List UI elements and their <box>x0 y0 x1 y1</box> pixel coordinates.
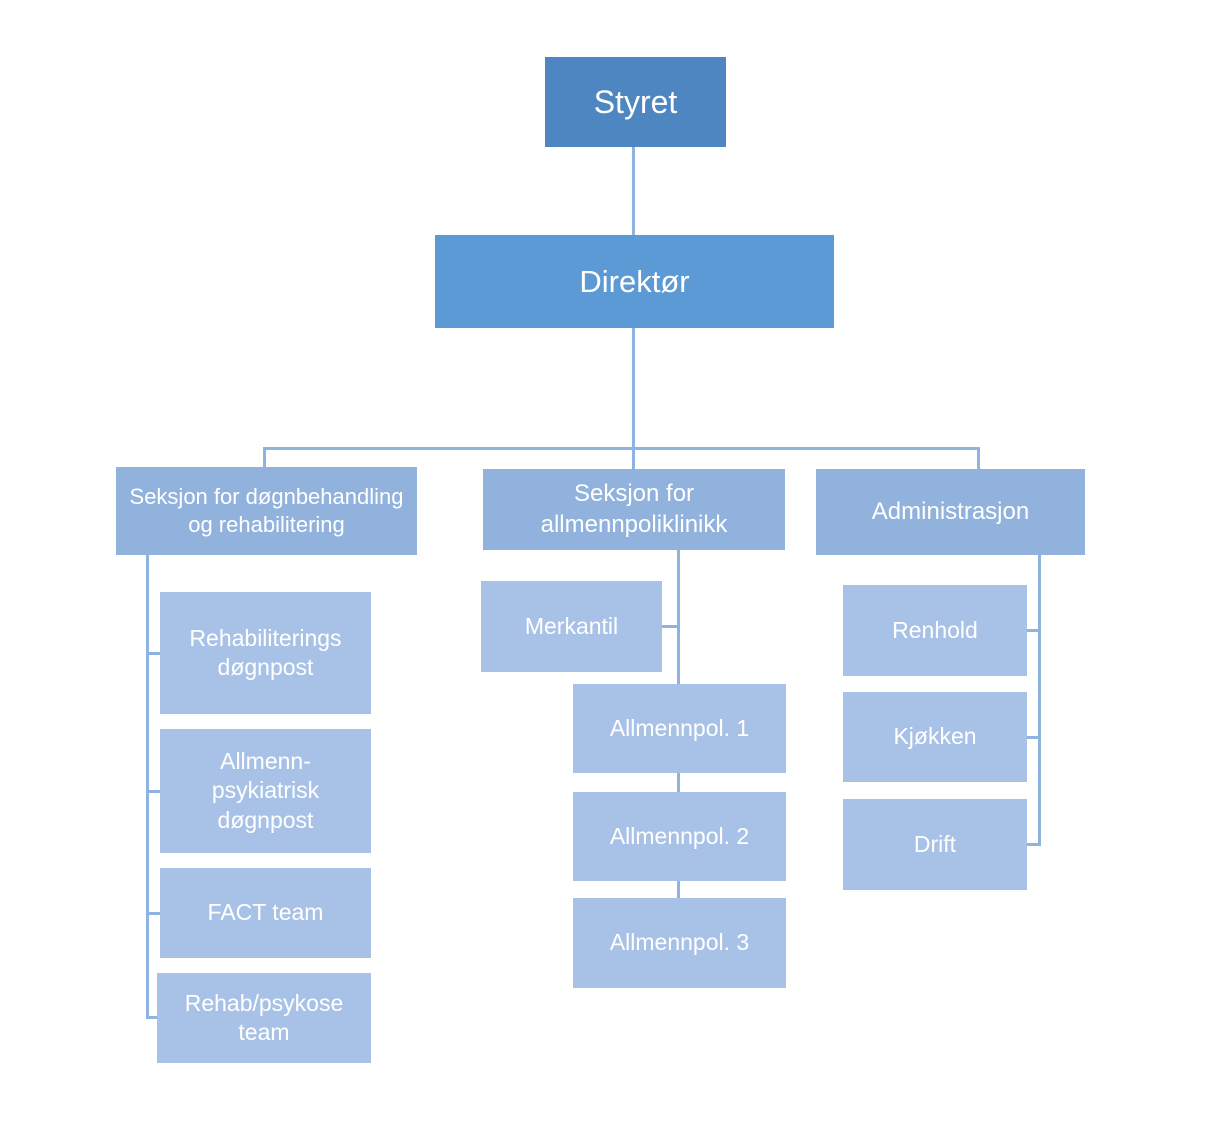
node-seksjon-dognbehandling: Seksjon for døgnbehandling og rehabilite… <box>116 467 417 555</box>
connector-drop-mid <box>632 447 635 469</box>
connector-left-trunk <box>146 555 149 1019</box>
node-kjokken-label: Kjøkken <box>893 723 977 750</box>
node-allmennpol-1-label: Allmennpol. 1 <box>609 714 750 741</box>
node-seksjon-allmennpoliklinikk-label: Seksjon for allmennpoliklinikk <box>540 479 728 538</box>
node-administrasjon-label: Administrasjon <box>871 497 1030 525</box>
node-allmennpol-3-label: Allmennpol. 3 <box>609 929 750 956</box>
node-direktor-label: Direktør <box>579 263 690 299</box>
node-kjokken: Kjøkken <box>843 692 1027 782</box>
node-allmennpol-1: Allmennpol. 1 <box>573 684 786 773</box>
connector-mid-trunk <box>677 550 680 684</box>
node-renhold: Renhold <box>843 585 1027 676</box>
node-allmennpol-2-label: Allmennpol. 2 <box>609 822 750 849</box>
node-rehab-psykose-team: Rehab/psykose team <box>157 973 371 1063</box>
connector-merkantil-stub <box>662 625 677 628</box>
node-renhold-label: Renhold <box>892 616 978 643</box>
node-allmennpol-3: Allmennpol. 3 <box>573 898 786 988</box>
node-drift: Drift <box>843 799 1027 890</box>
node-merkantil-label: Merkantil <box>524 612 619 639</box>
connector-drop-left <box>263 447 266 467</box>
node-fact-team: FACT team <box>160 868 371 958</box>
connector-left-stub-1 <box>146 652 160 655</box>
node-allmennpsykiatrisk-dognpost-label: Allmenn-psykiatrisk døgnpost <box>211 747 320 833</box>
node-allmennpsykiatrisk-dognpost: Allmenn-psykiatrisk døgnpost <box>160 729 371 853</box>
connector-styret-direktor <box>632 147 635 235</box>
connector-right-stub-3 <box>1027 843 1038 846</box>
connector-left-stub-4 <box>146 1016 160 1019</box>
node-direktor: Direktør <box>435 235 834 328</box>
node-rehabiliterings-dognpost: Rehabiliterings døgnpost <box>160 592 371 714</box>
node-rehabiliterings-dognpost-label: Rehabiliterings døgnpost <box>189 624 342 680</box>
node-seksjon-dognbehandling-label: Seksjon for døgnbehandling og rehabilite… <box>129 483 404 537</box>
connector-mid-seg-2 <box>677 881 680 898</box>
connector-mid-seg-1 <box>677 773 680 792</box>
node-fact-team-label: FACT team <box>207 899 324 926</box>
connector-right-stub-1 <box>1027 629 1038 632</box>
connector-right-stub-2 <box>1027 736 1038 739</box>
connector-left-stub-2 <box>146 790 160 793</box>
connector-right-trunk <box>1038 555 1041 846</box>
connector-left-stub-3 <box>146 912 160 915</box>
node-merkantil: Merkantil <box>481 581 662 672</box>
node-styret: Styret <box>545 57 726 147</box>
node-allmennpol-2: Allmennpol. 2 <box>573 792 786 881</box>
node-drift-label: Drift <box>913 830 957 857</box>
connector-drop-right <box>977 447 980 469</box>
node-rehab-psykose-team-label: Rehab/psykose team <box>184 989 344 1045</box>
node-styret-label: Styret <box>593 83 678 120</box>
connector-direktor-trunk <box>632 328 635 449</box>
node-administrasjon: Administrasjon <box>816 469 1085 555</box>
connector-branch-hline <box>263 447 980 450</box>
node-seksjon-allmennpoliklinikk: Seksjon for allmennpoliklinikk <box>483 469 785 550</box>
